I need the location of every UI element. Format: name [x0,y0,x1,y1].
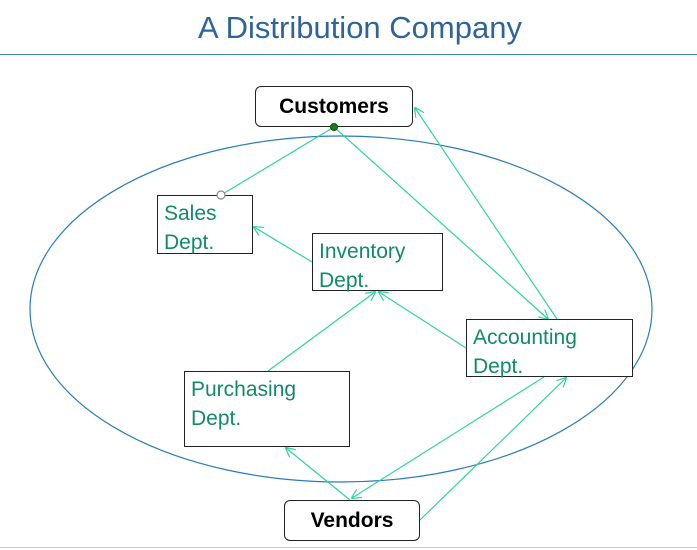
purchasing-label-line1: Purchasing [191,378,297,401]
customers-label: Customers [279,94,389,118]
accounting-label-line2: Dept. [473,355,524,378]
sales-dept-node[interactable]: Sales Dept. [157,195,253,254]
vendors-node[interactable]: Vendors [284,500,420,541]
arrow-inventory-to-sales [254,227,313,263]
purchasing-label-line2: Dept. [191,407,242,430]
arrow-accounting-to-customers [415,108,558,320]
arrow-vendors-to-accounting [419,378,566,521]
inventory-label-line2: Dept. [319,269,370,292]
bottom-divider [0,547,697,548]
arrow-purchasing-to-inventory [267,292,375,372]
sales-label-line1: Sales [164,202,217,225]
title-divider [0,54,697,55]
arrow-accounting-to-inventory [379,292,467,349]
inventory-dept-node[interactable]: Inventory Dept. [312,233,443,292]
customers-node[interactable]: Customers [255,86,413,127]
inventory-label-line1: Inventory [319,240,406,263]
purchasing-dept-node[interactable]: Purchasing Dept. [184,371,350,447]
arrow-vendors-to-purchasing [286,448,351,501]
accounting-dept-node[interactable]: Accounting Dept. [466,319,633,378]
company-boundary [29,135,653,483]
arrow-accounting-to-vendors [352,376,545,498]
sales-label-line2: Dept. [164,231,215,254]
vendors-label: Vendors [310,508,394,532]
arrow-sales-to-customers [220,126,335,196]
page-title: A Distribution Company [198,10,522,45]
accounting-label-line1: Accounting [473,326,577,349]
arrow-customers-to-accounting [333,126,548,319]
